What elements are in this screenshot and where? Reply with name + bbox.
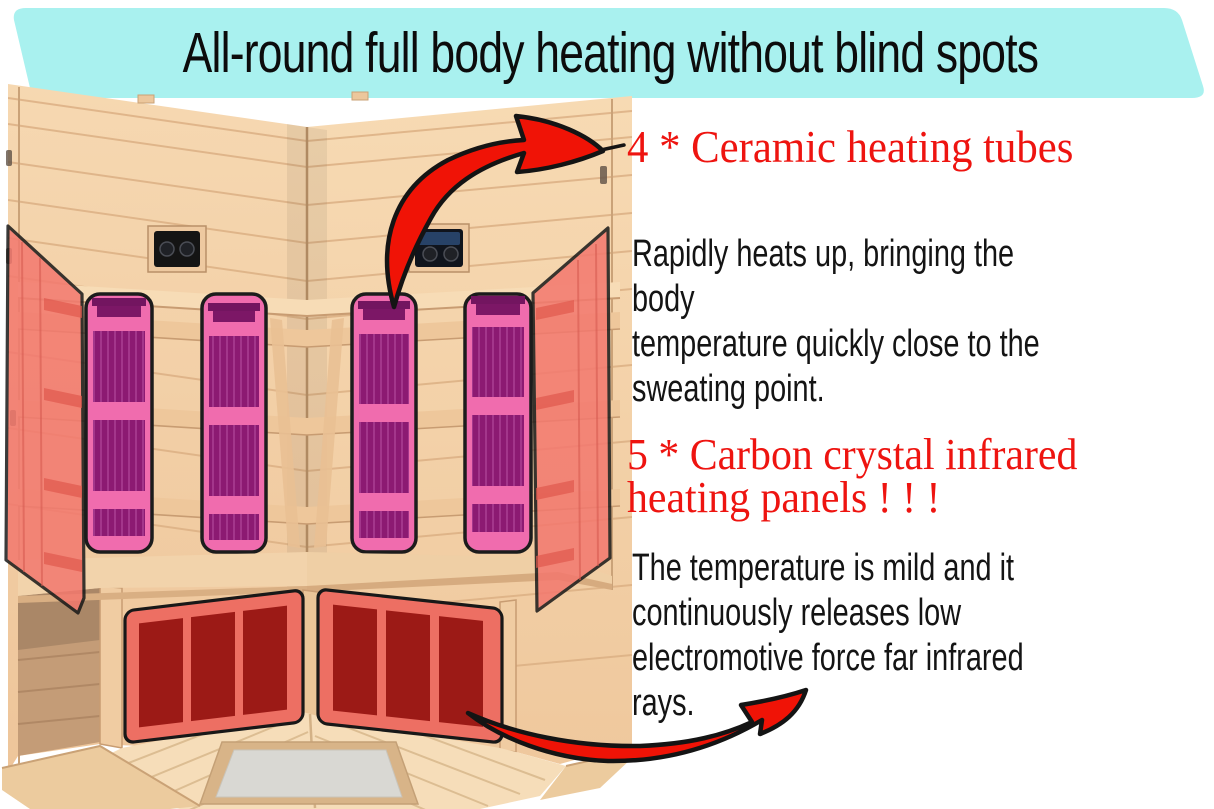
heading-carbon-panels: 5 * Carbon crystal infrared heating pane… (627, 430, 1078, 522)
display-screen (418, 232, 460, 245)
heating-tube-1 (84, 292, 154, 554)
under-bench-heater-left (123, 589, 305, 744)
side-heating-panel-left (4, 224, 86, 615)
dial-knob-icon (422, 246, 438, 262)
under-bench-cavity (17, 585, 123, 756)
heading-ceramic-tubes: 4 * Ceramic heating tubes (627, 122, 1074, 172)
dial-knob-icon (159, 241, 175, 257)
side-heating-panel-right (531, 226, 612, 613)
sauna (1, 84, 632, 809)
heating-tube-2 (200, 292, 268, 554)
dial-knob-icon (179, 241, 195, 257)
control-panel-left (147, 225, 207, 273)
banner-ribbon (13, 8, 1204, 98)
floor-heater-pad (198, 741, 420, 805)
floor (80, 712, 566, 809)
heating-tube-4 (463, 292, 533, 554)
paragraph-carbon-panels: The temperature is mild and it continuou… (632, 547, 1024, 724)
hinge-icon (6, 150, 12, 166)
dial-knob-icon (443, 246, 459, 262)
heating-tube-3 (350, 292, 418, 554)
under-bench-heater-right (316, 588, 504, 744)
paragraph-ceramic-tubes: Rapidly heats up, bringing the body temp… (632, 233, 1040, 410)
hinge-icon (600, 166, 607, 184)
base-plinth (1, 744, 632, 809)
arrow-to-tubes-icon (384, 113, 626, 310)
arrow-to-bench-heater-icon (465, 687, 809, 764)
